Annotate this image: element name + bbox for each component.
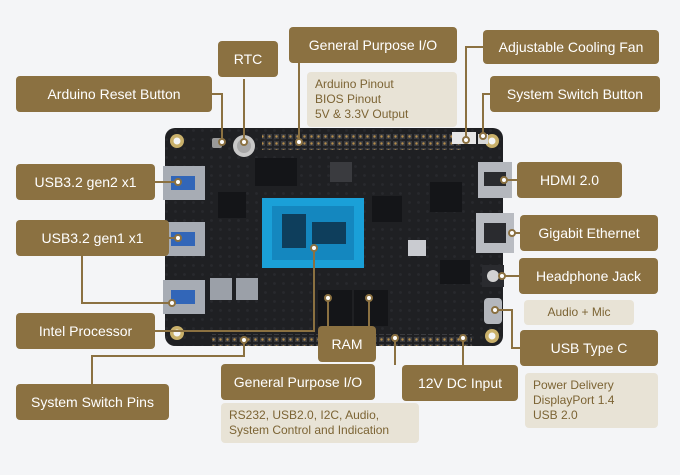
gpio-top-note-line: 5V & 3.3V Output: [315, 107, 409, 121]
system-switch-button-label: System Switch Button: [490, 76, 660, 112]
audio-mic-note-line: Audio + Mic: [547, 305, 611, 319]
gpio-top-note-line: BIOS Pinout: [315, 92, 382, 106]
gigabit-ethernet-label: Gigabit Ethernet: [520, 215, 658, 251]
gpio-top-label: General Purpose I/O: [289, 27, 457, 63]
rtc-label: RTC: [218, 41, 278, 77]
gpio-bottom-note-line: System Control and Indication: [229, 423, 390, 437]
ram-label: RAM: [318, 326, 376, 362]
headphone-jack-label: Headphone Jack: [519, 258, 658, 294]
usb-type-c-note-line: DisplayPort 1.4: [533, 393, 615, 407]
cooling-fan-label: Adjustable Cooling Fan: [483, 30, 659, 64]
usb32-gen2-label: USB3.2 gen2 x1: [16, 164, 155, 200]
gpio-bottom-label: General Purpose I/O: [221, 364, 375, 400]
hdmi-label: HDMI 2.0: [517, 162, 622, 198]
gpio-top-note: Arduino Pinout BIOS Pinout 5V & 3.3V Out…: [307, 72, 457, 127]
usb-type-c-note-line: USB 2.0: [533, 408, 578, 422]
intel-processor-label: Intel Processor: [16, 313, 155, 349]
usb32-gen1-label: USB3.2 gen1 x1: [16, 220, 169, 256]
system-switch-pins-label: System Switch Pins: [16, 384, 169, 420]
usb-type-c-note-line: Power Delivery: [533, 378, 614, 392]
usb-type-c-label: USB Type C: [520, 330, 658, 366]
audio-mic-note: Audio + Mic: [524, 300, 634, 325]
gpio-bottom-note: RS232, USB2.0, I2C, Audio, System Contro…: [221, 403, 419, 443]
dc-input-label: 12V DC Input: [402, 365, 518, 401]
arduino-reset-label: Arduino Reset Button: [16, 76, 212, 112]
usb-type-c-note: Power Delivery DisplayPort 1.4 USB 2.0: [525, 373, 658, 428]
gpio-bottom-note-line: RS232, USB2.0, I2C, Audio,: [229, 408, 380, 422]
gpio-top-note-line: Arduino Pinout: [315, 77, 394, 91]
